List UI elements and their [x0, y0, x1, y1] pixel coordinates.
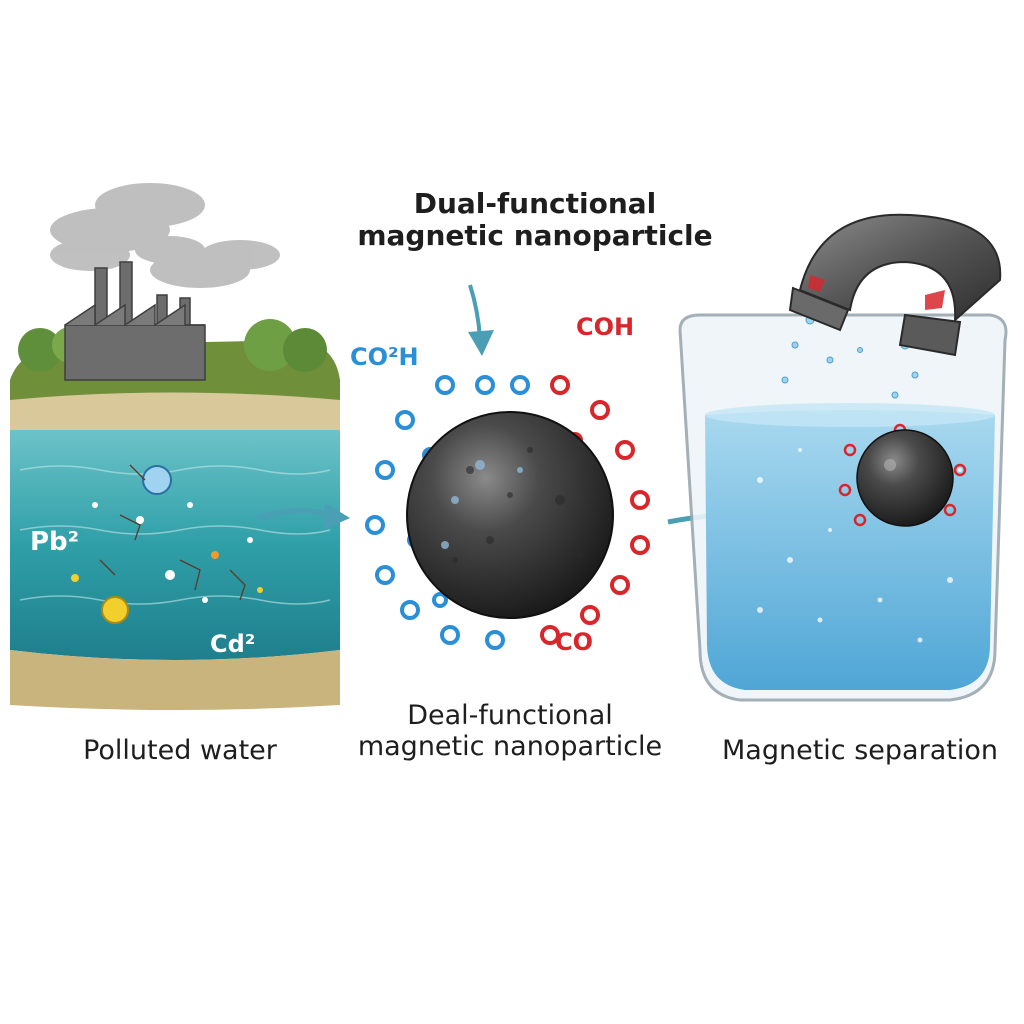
factory-icon: [64, 261, 206, 381]
magnetic-separation-caption: Magnetic separation: [722, 735, 998, 766]
bottom-title-line1: Deal-functional: [407, 700, 613, 731]
red-group-label: COH: [576, 313, 634, 341]
top-title-line1: Dual-functional: [413, 187, 657, 220]
pollutant-particles: [71, 465, 263, 624]
beaker-water: [705, 410, 995, 690]
smoke-clouds: [50, 183, 280, 288]
polluted-water-body: [10, 430, 340, 660]
bottom-title: Deal-functional magnetic nanoparticle: [330, 700, 690, 762]
core-texture: [452, 447, 584, 578]
lead-ion-label: Pb²: [30, 527, 79, 557]
cadmium-ion-label: Cd²: [210, 630, 255, 658]
bubbles: [757, 448, 962, 643]
land-sand: [10, 392, 340, 435]
polluted-water-caption: Polluted water: [83, 735, 277, 766]
top-title-line2: magnetic nanoparticle: [357, 219, 713, 253]
red-ligands: [540, 375, 650, 645]
horseshoe-magnet-icon: [788, 213, 1002, 357]
magnetic-separation-panel: [678, 213, 1008, 702]
blue-group-label: CO²H: [350, 343, 419, 371]
sediment-bottom: [10, 650, 340, 710]
nanoparticle-core: [406, 411, 614, 619]
trees: [18, 319, 327, 372]
magnetic-nanoparticle: CO²H COH CO: [350, 313, 650, 656]
bottom-group-label: CO: [555, 628, 593, 656]
water-surface: [705, 403, 995, 427]
water-waves: [19, 465, 331, 605]
captured-nanoparticle: [838, 423, 967, 527]
pollutant-bonds: [99, 464, 246, 601]
core-light-spots: [441, 460, 523, 549]
arrow-down-to-particle: [468, 284, 494, 356]
arrow-to-nanoparticle: [257, 503, 350, 530]
top-title: Dual-functional magnetic nanoparticle: [330, 187, 740, 253]
bottom-title-line2: magnetic nanoparticle: [357, 731, 663, 763]
polluted-water-panel: Pb² Cd²: [10, 183, 340, 710]
